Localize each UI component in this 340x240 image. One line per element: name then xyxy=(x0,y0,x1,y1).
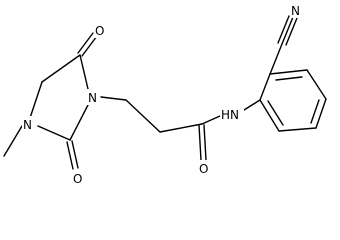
bond-carbonyl-o-double-a xyxy=(203,124,207,161)
bond-benz-6-1 xyxy=(259,99,280,132)
bond-c2-o-double-a xyxy=(71,140,79,169)
bond-n3-ch2 xyxy=(100,96,127,101)
bond-c4-o-double-a xyxy=(81,35,98,57)
bond-benz-cn xyxy=(269,43,283,75)
bond-benz-2-3 xyxy=(269,69,308,75)
bond-benz-4-5 xyxy=(315,98,327,129)
bond-ch2-ch2 xyxy=(125,99,161,133)
atom-o-amide: O xyxy=(199,162,208,176)
atom-nh-amide: HN xyxy=(221,108,239,122)
bond-c2-n3 xyxy=(69,104,89,141)
atom-o-bottom: O xyxy=(73,172,82,186)
atom-labels: O N N O HN O N xyxy=(22,2,302,186)
bond-n1-methyl xyxy=(3,125,23,157)
bond-benz-inner-c xyxy=(267,100,284,126)
bond-ch2-n1 xyxy=(29,81,43,119)
atom-n-ring: N xyxy=(88,91,97,105)
bonds xyxy=(3,15,327,170)
bond-benz-5-6 xyxy=(278,127,317,132)
bond-cn-triple-a xyxy=(281,16,294,45)
bond-nh-benzene xyxy=(243,99,261,111)
bond-ch2-c4 xyxy=(41,54,81,83)
bond-c4-o-double-b xyxy=(77,32,94,54)
bond-cn-triple-c xyxy=(285,17,298,46)
bond-benz-inner-b xyxy=(310,99,320,124)
bond-benz-1-2 xyxy=(259,73,271,101)
bond-c4-n3 xyxy=(79,54,89,90)
bond-c2-o-double-b xyxy=(66,141,74,170)
molecule-drawing: O N N O HN O N xyxy=(3,2,327,186)
bond-cn-triple-b xyxy=(277,15,290,44)
atom-n-nitrile: N xyxy=(291,4,300,18)
bond-carbonyl-o-double-b xyxy=(198,124,202,161)
bond-ch2-carbonyl xyxy=(159,123,203,133)
structure-canvas: O N N O HN O N xyxy=(3,2,327,186)
bond-carbonyl-nh xyxy=(201,115,221,125)
bond-benz-inner-a xyxy=(275,76,303,81)
atom-n-methyl: N xyxy=(23,118,32,132)
bond-benz-3-4 xyxy=(306,69,327,100)
bond-n1-c2 xyxy=(37,125,71,141)
atom-o-top: O xyxy=(95,24,104,38)
